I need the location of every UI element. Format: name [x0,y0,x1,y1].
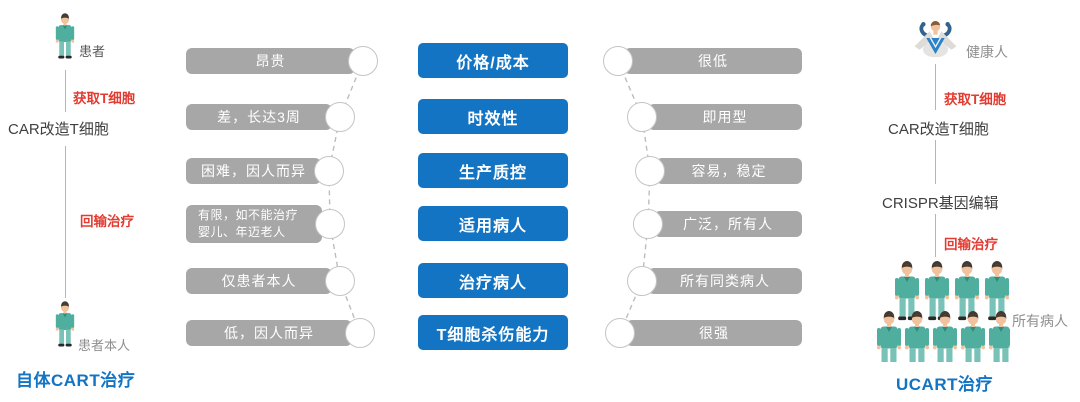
connector-node [603,46,633,76]
connector-node [314,156,344,186]
extract-tcell-label-right: 获取T细胞 [944,92,1007,107]
healthy-person-label: 健康人 [966,44,1008,60]
connector-node [627,266,657,296]
criterion-box: 价格/成本 [418,43,568,78]
left-value-bar: 差，长达3周 [186,102,355,132]
left-value-text: 差，长达3周 [217,109,301,125]
left-value-bar: 昂贵 [186,46,378,76]
right-value-text: 广泛，所有人 [683,216,773,232]
left-value-text: 低，因人而异 [224,325,314,341]
left-flow-title: 自体CART治疗 [16,371,136,390]
criterion-box: T细胞杀伤能力 [418,315,568,350]
right-value-text: 容易，稳定 [691,163,767,179]
car-modified-tcell-node-left: CAR改造T细胞 [8,121,109,138]
right-value-text: 很强 [699,325,729,341]
patient-label: 患者 [79,44,106,59]
connector-node [325,266,355,296]
right-flow-title: UCART治疗 [896,375,993,394]
right-value-bar: 很强 [605,318,802,348]
extract-tcell-label-left: 获取T细胞 [73,91,136,106]
criterion-box: 生产质控 [418,153,568,188]
flow-line [935,64,936,110]
flow-line [65,70,66,112]
flow-line [935,214,936,257]
left-value-text: 有限，如不能治疗 婴儿、年迈老人 [198,207,299,239]
criterion-box: 治疗病人 [418,263,568,298]
left-value-text: 昂贵 [255,53,286,69]
right-value-bar: 很低 [603,46,802,76]
connector-node [325,102,355,132]
reinfusion-label-right: 回输治疗 [944,237,998,252]
criterion-box: 时效性 [418,99,568,134]
right-value-bar: 广泛，所有人 [633,209,802,239]
right-value-text: 即用型 [702,109,748,125]
patient-self-icon [55,301,75,347]
connector-node [315,209,345,239]
patient-icon [55,13,75,59]
crispr-gene-editing-node: CRISPR基因编辑 [882,195,999,212]
connector-node [345,318,375,348]
right-value-bar: 容易，稳定 [635,156,802,186]
left-value-bar: 困难，因人而异 [186,156,344,186]
all-patients-label: 所有病人 [1012,313,1068,329]
right-value-text: 所有同类病人 [680,273,770,289]
left-value-bar: 仅患者本人 [186,266,355,296]
left-value-text: 仅患者本人 [221,273,297,289]
criterion-box: 适用病人 [418,206,568,241]
all-patients-crowd-icon [876,261,1010,362]
connector-node [348,46,378,76]
right-value-bar: 即用型 [627,102,802,132]
left-value-text: 困难，因人而异 [201,163,306,179]
connector-node [635,156,665,186]
flow-line [935,140,936,184]
healthy-person-icon [912,19,959,60]
car-modified-tcell-node-right: CAR改造T细胞 [888,121,989,138]
connector-node [633,209,663,239]
left-value-bar: 有限，如不能治疗 婴儿、年迈老人 [186,205,345,243]
connector-node [605,318,635,348]
connector-node [627,102,657,132]
reinfusion-label-left: 回输治疗 [80,214,134,229]
right-value-bar: 所有同类病人 [627,266,802,296]
left-value-bar: 低，因人而异 [186,318,375,348]
right-value-text: 很低 [698,53,728,69]
flow-line [65,146,66,298]
patient-self-label: 患者本人 [78,338,131,353]
